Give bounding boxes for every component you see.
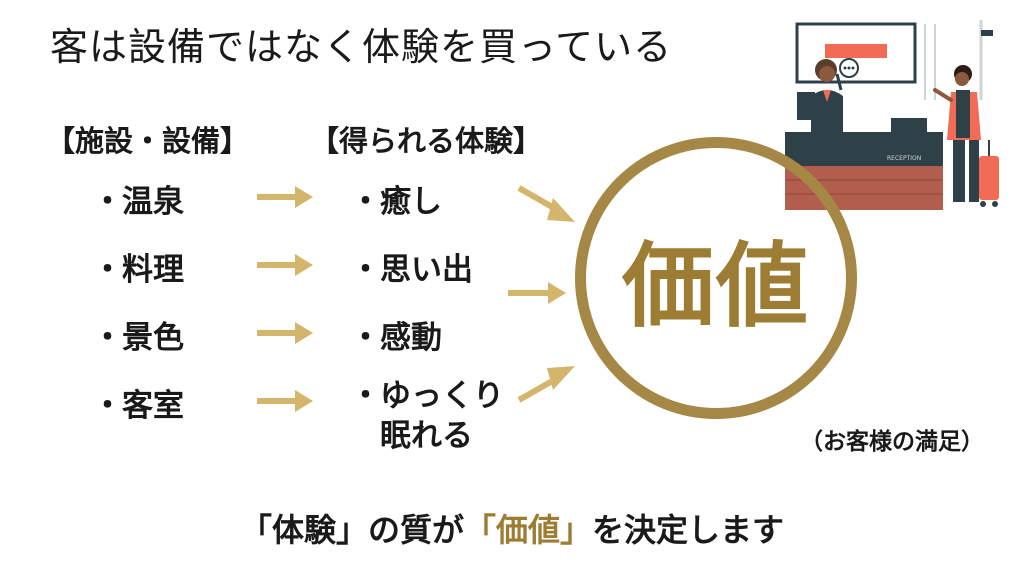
reception-sign: RECEPTION bbox=[887, 155, 921, 162]
bullet: ・ bbox=[92, 388, 123, 424]
list-item-facility: ・料理 bbox=[92, 244, 184, 289]
list-item-facility: ・景色 bbox=[92, 312, 184, 357]
experiences-header: 【得られる体験】 bbox=[310, 124, 543, 158]
experience-label: ゆっくり bbox=[380, 378, 504, 414]
list-item-facility: ・温泉 bbox=[92, 176, 184, 221]
experience-label: 感動 bbox=[380, 320, 442, 356]
facility-label: 景色 bbox=[122, 320, 184, 356]
bullet: ・ bbox=[92, 320, 123, 356]
right-arrow-icon bbox=[257, 254, 313, 276]
right-arrow-icon bbox=[517, 366, 575, 403]
list-item-experience: ・感動 bbox=[350, 312, 442, 357]
right-arrow-icon bbox=[257, 390, 313, 412]
list-item-experience: ・思い出 bbox=[350, 244, 473, 289]
bullet: ・ bbox=[350, 184, 381, 220]
value-circle: 価値 bbox=[575, 137, 857, 419]
conclusion-part1: 「体験」の質が bbox=[239, 511, 464, 549]
conclusion-text: 「体験」の質が「価値」を決定します bbox=[0, 505, 1024, 551]
list-item-experience: ・癒し bbox=[350, 176, 442, 221]
experience-label: 眠れる bbox=[380, 418, 473, 454]
experience-label: 癒し bbox=[380, 184, 442, 220]
bullet: ・ bbox=[350, 252, 381, 288]
list-item-experience-continued: 眠れる bbox=[380, 410, 473, 455]
facility-label: 料理 bbox=[122, 252, 184, 288]
value-sublabel: （お客様の満足） bbox=[800, 429, 984, 455]
right-arrow-icon bbox=[517, 185, 575, 222]
value-label: 価値 bbox=[621, 232, 810, 340]
right-arrow-icon bbox=[508, 282, 566, 304]
conclusion-accent: 「価値」 bbox=[463, 511, 592, 549]
bullet: ・ bbox=[350, 378, 381, 414]
list-item-facility: ・客室 bbox=[92, 380, 184, 425]
facility-label: 温泉 bbox=[122, 184, 184, 220]
right-arrow-icon bbox=[257, 186, 313, 208]
bullet: ・ bbox=[92, 184, 123, 220]
experience-label: 思い出 bbox=[380, 252, 473, 288]
page-title: 客は設備ではなく体験を買っている bbox=[50, 25, 673, 69]
bullet: ・ bbox=[350, 320, 381, 356]
bullet: ・ bbox=[92, 252, 123, 288]
facilities-header: 【施設・設備】 bbox=[46, 124, 250, 158]
conclusion-part2: を決定します bbox=[592, 511, 785, 549]
right-arrow-icon bbox=[257, 322, 313, 344]
list-item-experience: ・ゆっくり bbox=[350, 370, 504, 415]
facility-label: 客室 bbox=[122, 388, 184, 424]
